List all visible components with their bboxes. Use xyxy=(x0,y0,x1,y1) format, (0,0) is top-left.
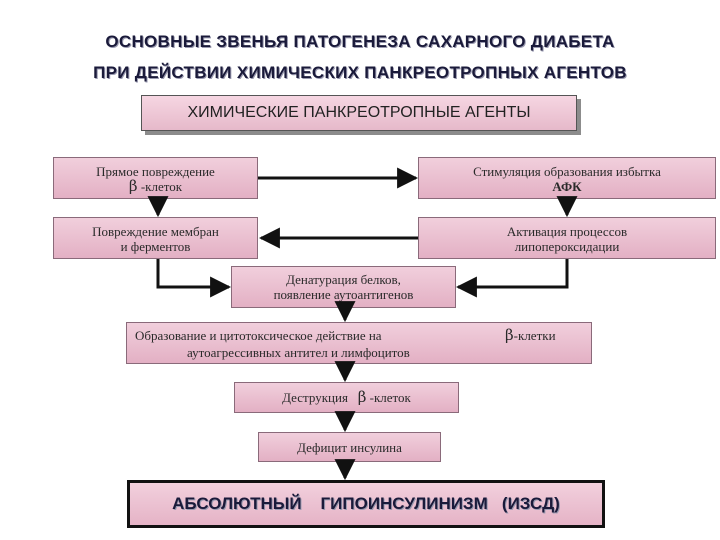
membrane-line2: и ферментов xyxy=(120,239,191,254)
beta-symbol: β xyxy=(505,326,514,344)
title-line-1: ОСНОВНЫЕ ЗВЕНЬЯ ПАТОГЕНЕЗА САХАРНОГО ДИА… xyxy=(105,32,615,51)
insulin-deficit-label: Дефицит инсулина xyxy=(297,440,402,455)
lipid-line1: Активация процессов xyxy=(506,224,628,239)
beta-symbol: β xyxy=(128,177,138,195)
autoimmune-beta-cells: β-клетки xyxy=(505,326,556,344)
autoimmune-line1: Образование и цитотоксическое действие н… xyxy=(135,328,382,343)
denaturation-box: Денатурация белков, появление аутоантиге… xyxy=(231,266,456,308)
direct-damage-line2-text: -клеток xyxy=(137,179,183,194)
beta-symbol: β xyxy=(357,388,367,406)
denat-line1: Денатурация белков, xyxy=(286,272,401,287)
afk-stimulation-box: Стимуляция образования избытка АФК xyxy=(418,157,716,199)
direct-damage-line1: Прямое повреждение xyxy=(96,164,215,179)
direct-damage-line2: β -клеток xyxy=(54,177,257,195)
direct-damage-box: Прямое повреждение β -клеток xyxy=(53,157,258,199)
insulin-deficit-box: Дефицит инсулина xyxy=(258,432,441,462)
arrow-lipid-to-denaturation xyxy=(455,259,569,298)
membrane-line1: Повреждение мембран xyxy=(92,224,219,239)
afk-line1: Стимуляция образования избытка xyxy=(473,164,661,179)
autoimmune-box: Образование и цитотоксическое действие н… xyxy=(126,322,592,364)
destruction-rest: -клеток xyxy=(366,390,411,405)
autoimmune-line2: аутоагрессивных антител и лимфоцитов xyxy=(187,345,410,360)
absolute-hypoinsulinism-box: АБСОЛЮТНЫЙ ГИПОИНСУЛИНИЗМ (ИЗСД) xyxy=(127,480,605,528)
afk-line2: АФК xyxy=(552,179,582,194)
lipid-peroxidation-box: Активация процессов липопероксидации xyxy=(418,217,716,259)
arrow-membrane-to-denaturation xyxy=(156,259,232,298)
membrane-damage-box: Повреждение мембран и ферментов xyxy=(53,217,258,259)
lipid-line2: липопероксидации xyxy=(514,239,620,254)
destruction-box: Деструкция β -клеток xyxy=(234,382,459,413)
chemical-agents-box: ХИМИЧЕСКИЕ ПАНКРЕОТРОПНЫЕ АГЕНТЫ xyxy=(141,95,577,131)
destruction-text: Деструкция xyxy=(282,390,348,405)
result-label: АБСОЛЮТНЫЙ ГИПОИНСУЛИНИЗМ (ИЗСД) xyxy=(172,494,560,513)
denat-line2: появление аутоантигенов xyxy=(273,287,414,302)
autoimmune-beta-text: -клетки xyxy=(513,328,556,343)
chemical-agents-label: ХИМИЧЕСКИЕ ПАНКРЕОТРОПНЫЕ АГЕНТЫ xyxy=(187,104,531,121)
title-line-2: ПРИ ДЕЙСТВИИ ХИМИЧЕСКИХ ПАНКРЕОТРОПНЫХ А… xyxy=(93,63,627,82)
